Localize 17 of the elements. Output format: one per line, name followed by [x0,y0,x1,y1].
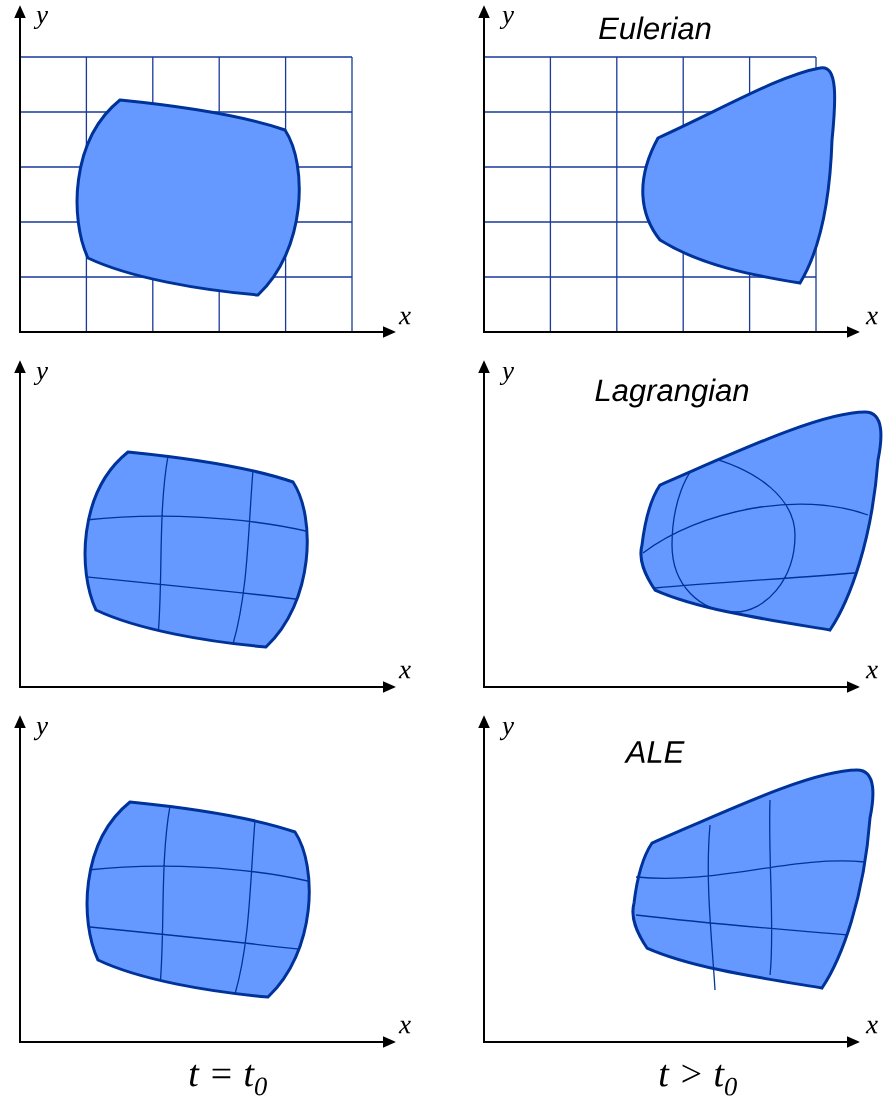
axis-label: y [499,721,514,741]
axis-label: y [499,10,514,30]
panel-title: Lagrangian [595,378,749,408]
panel-title: Eulerian [599,16,711,40]
axis-label: y [499,366,514,386]
panel-title: ALE [624,741,685,763]
axis-label: x [398,665,411,679]
time-label: t > t$_{0}$ [659,1064,737,1096]
axis-label: y [33,366,48,386]
axis-label: x [865,665,878,679]
axis-label: x [398,311,411,325]
axis-label: y [33,721,48,741]
axis-label: y [33,10,48,30]
axis-label: x [865,311,878,325]
axis-label: x [398,1020,411,1034]
time-label: t = t$_{0}$ [189,1064,267,1096]
axis-label: x [865,1020,878,1034]
